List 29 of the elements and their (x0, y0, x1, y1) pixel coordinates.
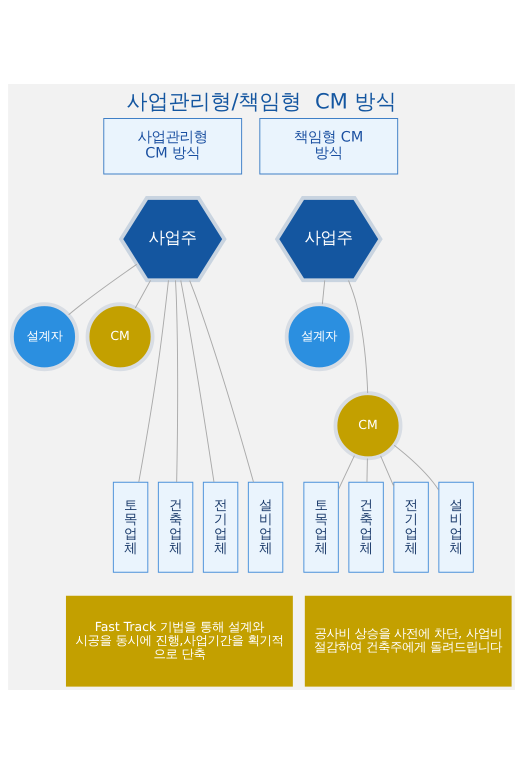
node-box: 사업관리형 CM 방식 (103, 118, 242, 174)
connector (366, 458, 368, 483)
node-box: 설비업체 (248, 482, 284, 573)
node-circle: 설계자 (10, 302, 79, 372)
connector (348, 280, 368, 394)
node-box: 토목업체 (112, 482, 148, 573)
connector (380, 455, 394, 487)
node-circle: CM (334, 391, 402, 460)
node-box: 토목업체 (303, 482, 339, 573)
node-box: 설비업체 (438, 482, 474, 573)
connector (180, 280, 214, 482)
node-box: 공사비 상승을 사전에 차단, 사업비 절감하여 건축주에게 돌려드립니다 (304, 596, 512, 687)
connector (394, 444, 440, 490)
node-circle: CM (86, 302, 155, 372)
node-box: 건축업체 (348, 482, 384, 573)
node-box: 전기업체 (202, 482, 238, 573)
node-box: 건축업체 (158, 482, 194, 573)
connector (189, 280, 254, 483)
connector (138, 280, 169, 483)
node-circle: 설계자 (284, 302, 354, 372)
node-box: 전기업체 (393, 482, 429, 573)
node-box: 책임형 CM 방식 (259, 118, 398, 174)
diagram-title: 사업관리형/책임형 CM 방식 (126, 88, 397, 114)
connector (68, 264, 138, 316)
connector (322, 280, 326, 305)
connector (175, 280, 178, 483)
node-box: Fast Track 기법을 통해 설계와 시공을 동시에 진행,사업기간을 획기적 으로 단축 (66, 596, 293, 687)
connector (338, 455, 355, 490)
connector (134, 280, 151, 308)
